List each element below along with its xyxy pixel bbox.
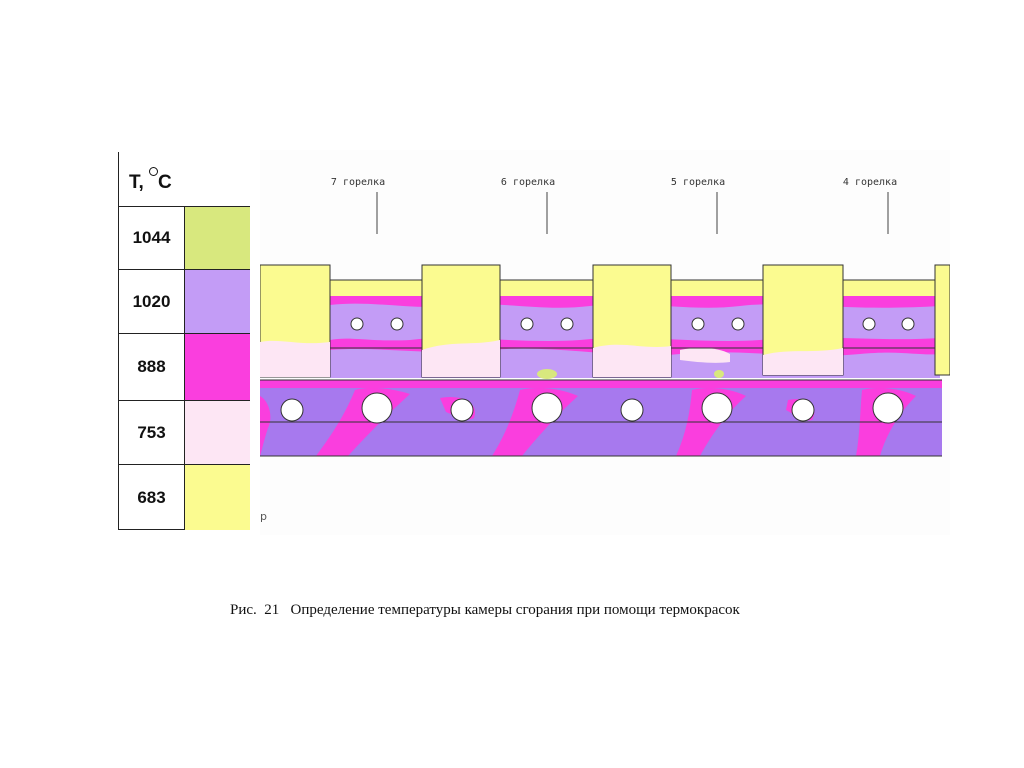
burner-label-6: 6 горелка: [501, 177, 555, 188]
stray-mark: p: [260, 510, 267, 523]
legend-row: 888: [118, 333, 252, 400]
upper-opening: [862, 317, 876, 331]
legend-swatch: [184, 206, 250, 269]
hotspot-1044: [714, 370, 724, 378]
lower-opening: [361, 392, 393, 424]
degree-icon: [149, 167, 158, 176]
temperature-legend: T, C 1044 1020 888 753 683: [118, 152, 252, 530]
upper-opening: [520, 317, 534, 331]
legend-swatch: [184, 400, 250, 464]
lower-opening: [450, 398, 474, 422]
legend-value: 753: [118, 400, 184, 464]
lower-opening: [872, 392, 904, 424]
lower-opening: [620, 398, 644, 422]
upper-opening: [901, 317, 915, 331]
lower-band-top-edge: [260, 380, 942, 388]
lower-opening: [701, 392, 733, 424]
legend-swatch: [184, 464, 250, 530]
wall-block-partial: [934, 264, 950, 376]
legend-swatch: [184, 333, 250, 400]
lower-opening: [791, 398, 815, 422]
legend-row: 1044: [118, 206, 252, 269]
figure-caption: Рис. 21 Определение температуры камеры с…: [230, 602, 740, 618]
legend-value: 888: [118, 333, 184, 400]
wall-block-pink-base: [593, 344, 671, 377]
upper-opening: [390, 317, 404, 331]
wall-block-pink-base: [763, 348, 843, 375]
wall-block-pink-base: [260, 340, 330, 377]
combustion-chamber-diagram: 7 горелка 6 горелка 5 горелка 4 горелка: [260, 150, 950, 535]
legend-bottom-rule: [118, 529, 184, 530]
wall-block-pink-base: [422, 340, 500, 377]
legend-swatch: [184, 269, 250, 333]
legend-header: T, C: [118, 152, 185, 206]
legend-row: 753: [118, 400, 252, 464]
burner-label-7: 7 горелка: [331, 177, 385, 188]
burner-label-5: 5 горелка: [671, 177, 725, 188]
upper-opening: [350, 317, 364, 331]
legend-row: 683: [118, 464, 252, 530]
legend-value: 1020: [118, 269, 184, 333]
legend-header-c: C: [158, 172, 172, 193]
lower-opening: [531, 392, 563, 424]
upper-opening: [691, 317, 705, 331]
legend-value: 1044: [118, 206, 184, 269]
legend-header-t: T,: [129, 172, 144, 193]
hotspot-1044: [537, 369, 557, 379]
lower-opening: [280, 398, 304, 422]
upper-opening: [560, 317, 574, 331]
upper-band-pink-patch: [680, 347, 730, 363]
upper-opening: [731, 317, 745, 331]
lower-band-pink-streak: [260, 396, 271, 456]
legend-value: 683: [118, 464, 184, 530]
burner-label-4: 4 горелка: [843, 177, 897, 188]
legend-row: 1020: [118, 269, 252, 333]
